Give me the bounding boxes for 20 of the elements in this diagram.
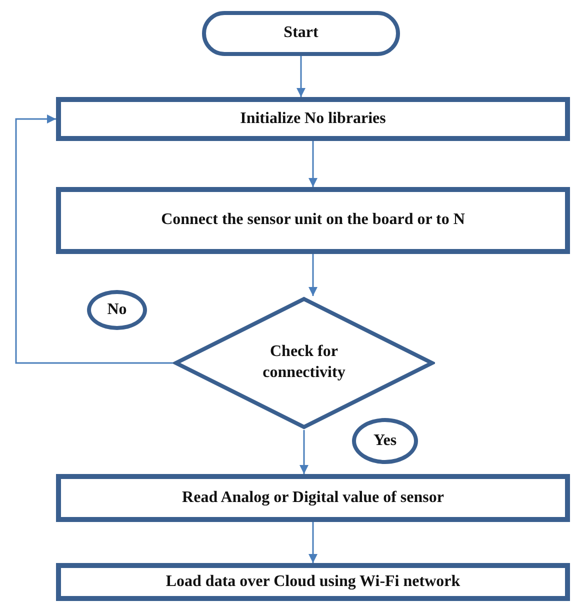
arrow — [300, 430, 308, 474]
arrow — [296, 56, 306, 97]
node-text: Connect the sensor unit on the board or to N — [161, 210, 465, 230]
arrow — [15, 114, 173, 364]
node-text: Check for connectivity — [262, 342, 346, 383]
process-box — [56, 187, 570, 254]
arrow — [308, 141, 318, 187]
node-text: Initialize No libraries — [240, 108, 386, 129]
arrow — [308, 522, 318, 563]
process-box — [56, 563, 570, 601]
node-text: Yes — [373, 430, 397, 451]
arrow — [308, 254, 318, 296]
process-box — [56, 474, 570, 522]
decision-diamond — [173, 296, 435, 430]
node-text: Load data over Cloud using Wi-Fi network — [166, 572, 460, 592]
terminal-pill — [202, 11, 400, 56]
node-text: Read Analog or Digital value of sensor — [182, 488, 444, 508]
node-text: Start — [284, 23, 318, 44]
node-text: No — [107, 300, 127, 320]
process-box — [56, 97, 570, 141]
